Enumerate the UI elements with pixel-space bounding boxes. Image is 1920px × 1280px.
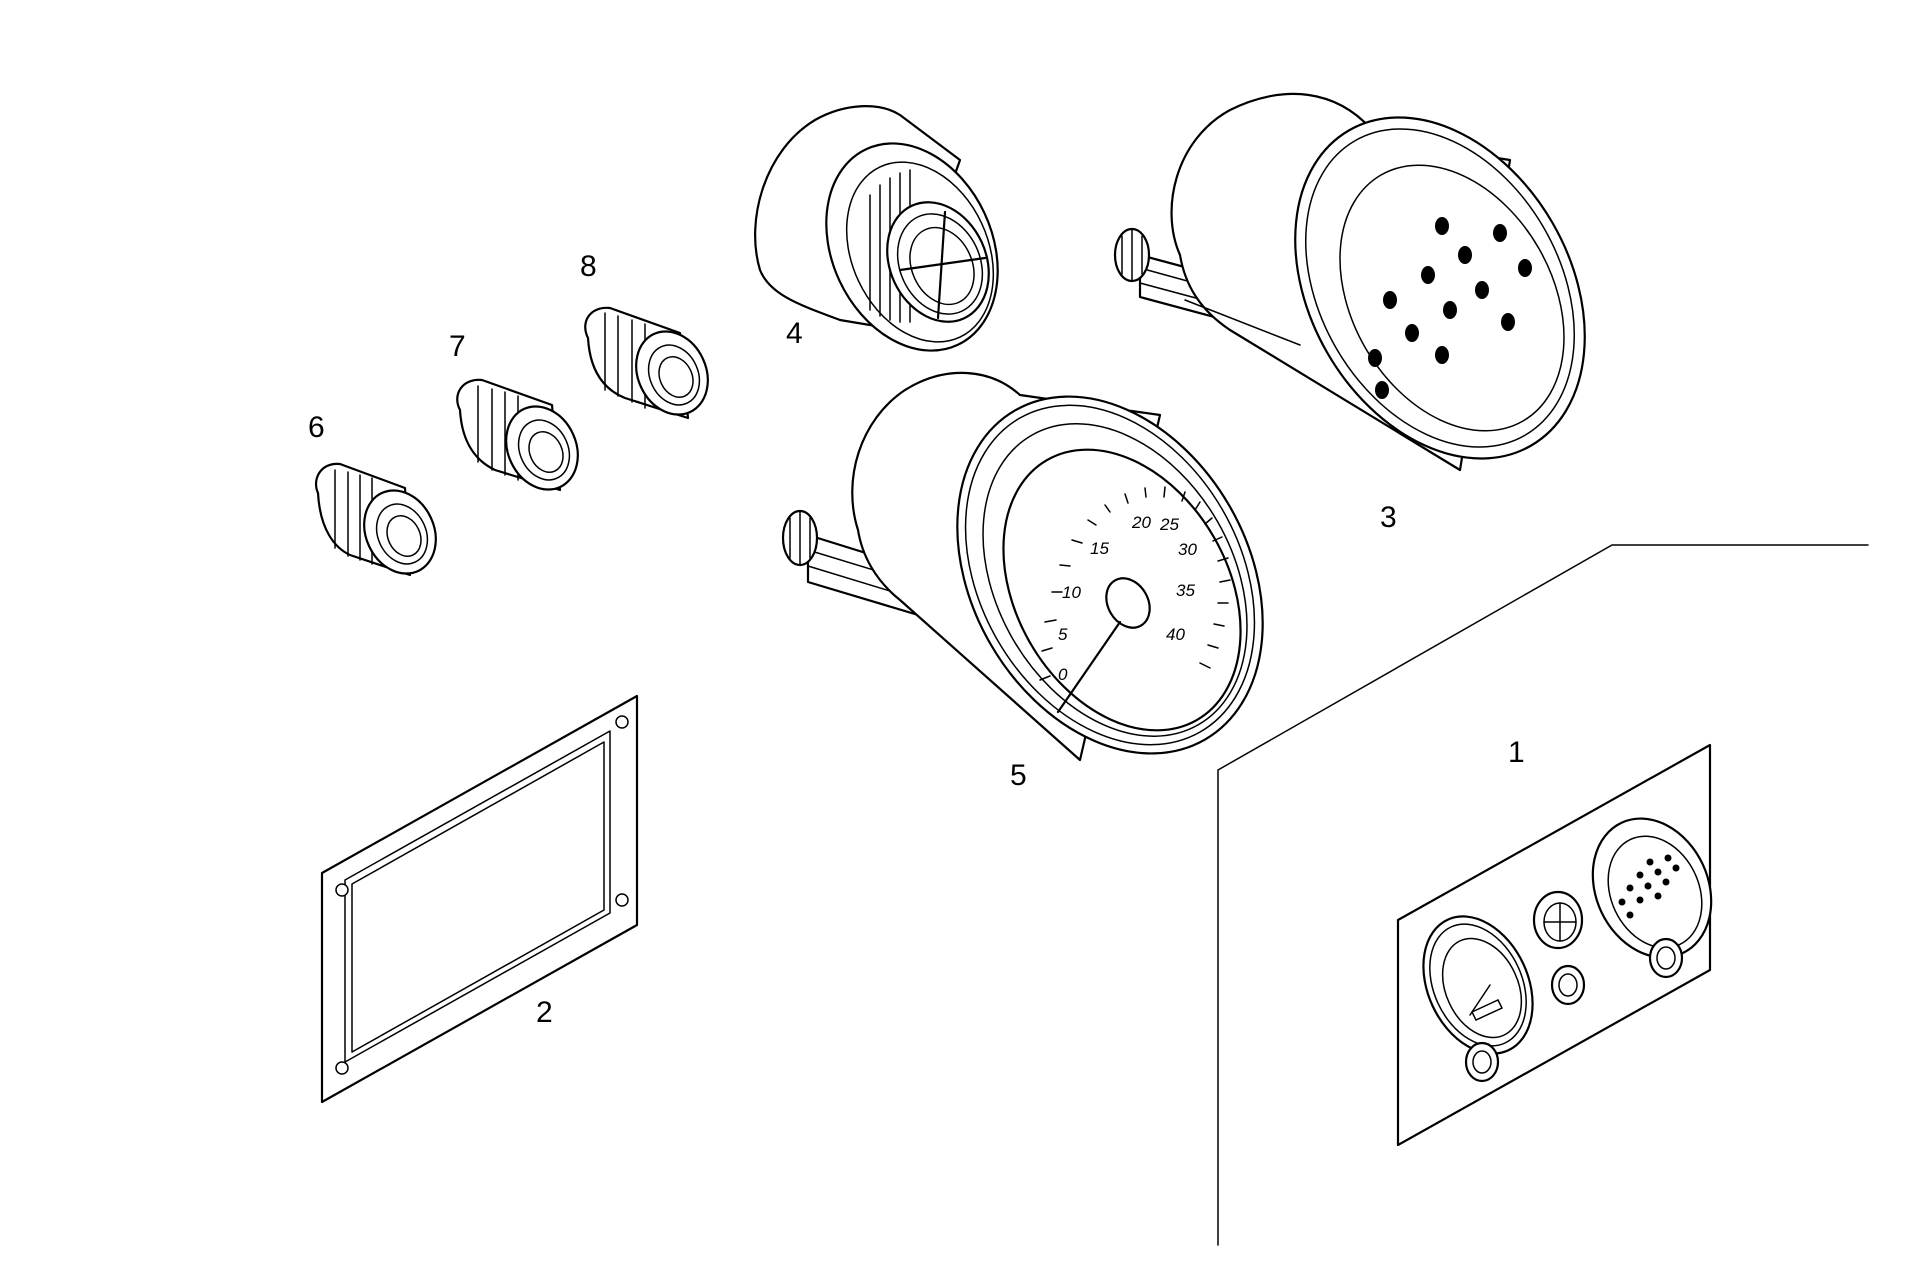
part-8-indicator-lamp [584,306,709,420]
part-1-mini-dots [1618,854,1680,919]
callout-1: 1 [1508,736,1525,769]
dial-label-35: 35 [1176,581,1195,600]
part-3-contact-dots [1368,217,1532,399]
callout-4: 4 [786,317,803,350]
part-5-dial-scale: 0 5 10 15 20 25 30 35 40 [1058,513,1197,684]
dial-label-20: 20 [1131,513,1151,532]
part-2-gasket [320,694,639,1104]
dial-label-15: 15 [1090,539,1109,558]
assembly-inset-frame [1217,544,1869,1246]
callout-6: 6 [308,411,325,444]
callout-8: 8 [580,250,597,283]
dial-label-0: 0 [1058,665,1068,684]
callout-2: 2 [536,996,553,1029]
dial-label-10: 10 [1062,583,1081,602]
part-5-speedometer-gauge: 0 5 10 15 20 25 30 35 40 [781,371,1264,762]
part-5-dial-ticks [1039,486,1231,681]
part-4-knob [754,105,999,352]
callout-5: 5 [1010,759,1027,792]
part-6-indicator-lamp [314,462,437,577]
dial-label-5: 5 [1058,625,1068,644]
part-3-round-gauge [1113,92,1586,472]
dial-label-30: 30 [1178,540,1197,559]
dial-label-40: 40 [1166,625,1185,644]
callout-7: 7 [449,330,466,363]
part-1-panel-assembly [1396,743,1713,1147]
callout-labels: 1 2 3 4 5 6 7 8 [308,250,1525,1029]
callout-3: 3 [1380,501,1397,534]
part-7-indicator-lamp [456,378,579,492]
dial-label-25: 25 [1159,515,1179,534]
